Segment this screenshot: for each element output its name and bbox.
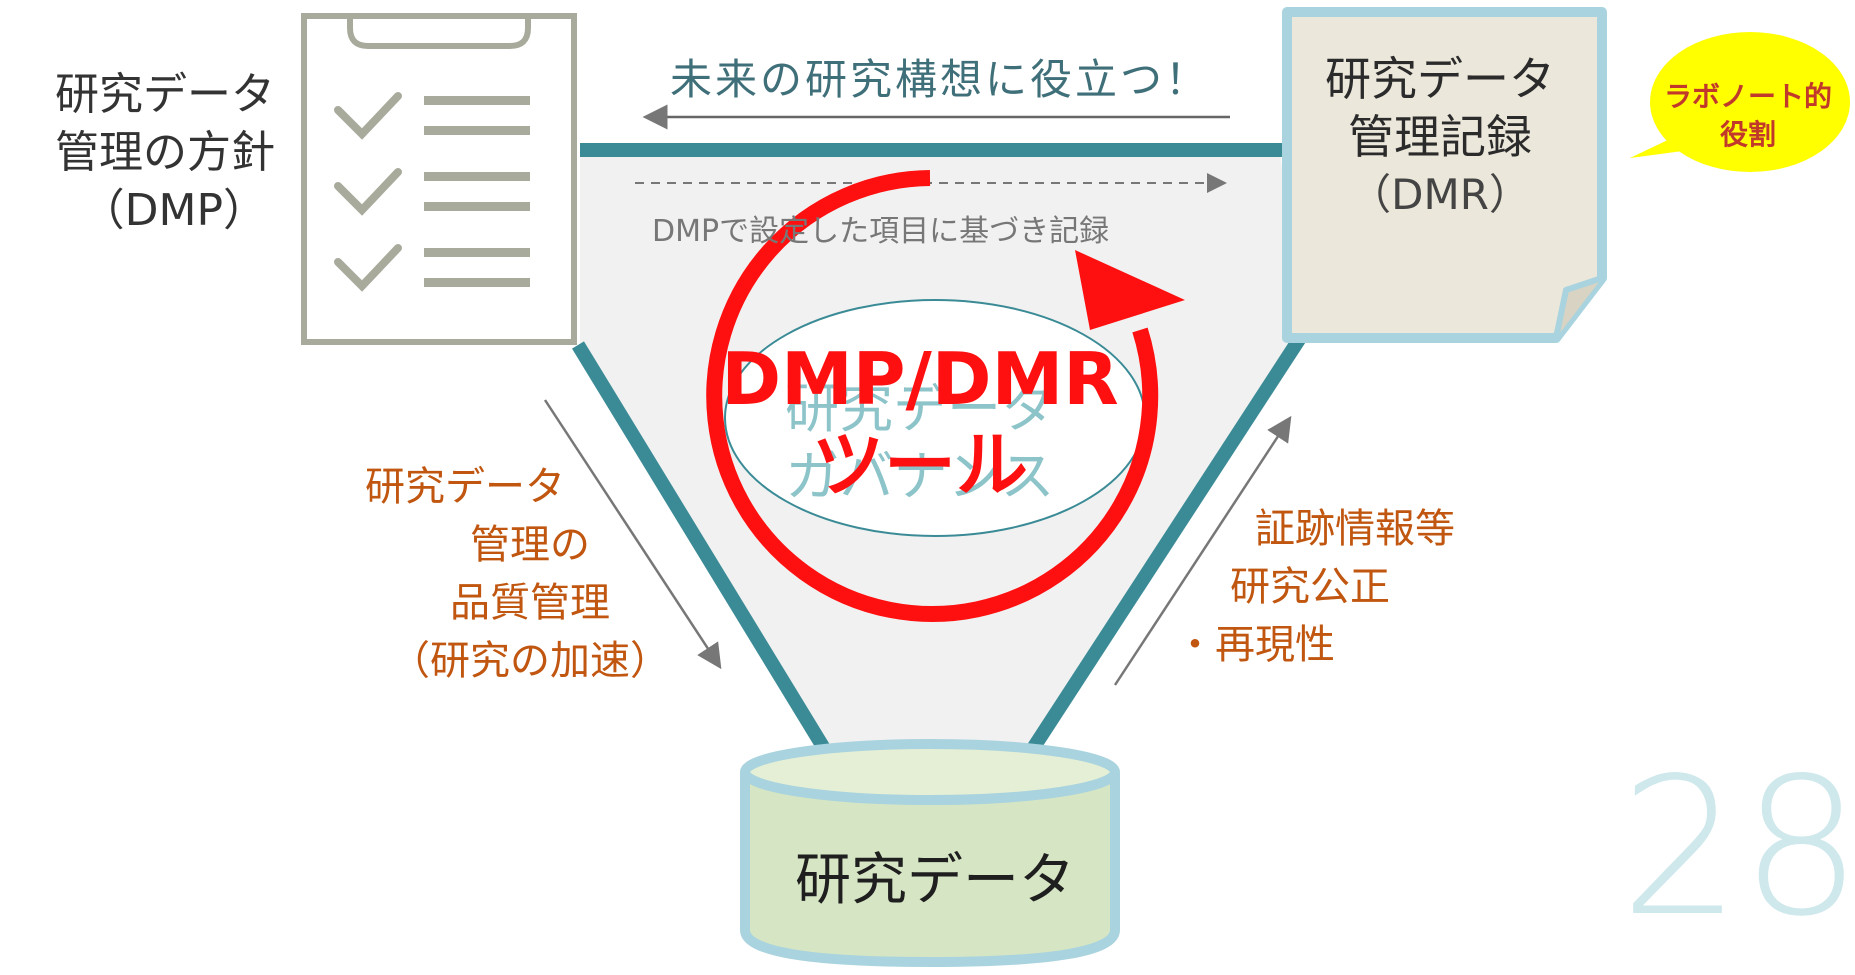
record-label: DMPで設定した項目に基づき記録 — [652, 214, 1110, 249]
future-label: 未来の研究構想に役立つ！ — [670, 55, 1211, 104]
governance-line2: ガバナンス — [785, 445, 1055, 508]
governance-line1: 研究データ — [785, 377, 1055, 440]
speech-bubble — [1630, 32, 1850, 172]
evidence-arrow — [1113, 415, 1292, 686]
dmp-label-line2: 管理の方針 — [55, 127, 275, 178]
evidence-note-line1: 証跡情報等 — [1255, 506, 1455, 552]
funnel-left-line — [572, 341, 831, 754]
evidence-note-line3: ・再現性 — [1175, 622, 1335, 668]
evidence-note-line2: 研究公正 — [1230, 564, 1390, 610]
dmr-label-line2: 管理記録 — [1348, 110, 1532, 164]
dmr-label-line3: （DMR） — [1349, 170, 1531, 219]
bubble-line1: ラボノート的 — [1663, 80, 1832, 113]
tool-label: DMP/DMR ツール — [700, 336, 1140, 508]
quality-arrow — [543, 399, 722, 670]
page-number: 28 — [1620, 737, 1855, 958]
quality-note-line4: （研究の加速） — [390, 638, 670, 684]
dmr-label: 研究データ 管理記録 （DMR） — [1290, 50, 1590, 224]
tool-line2: ツール — [811, 423, 1028, 507]
quality-note-line3: 品質管理 — [450, 580, 610, 626]
dmr-label-line1: 研究データ — [1325, 52, 1555, 106]
data-store-label: 研究データ — [795, 848, 1075, 913]
bubble-label: ラボノート的 役割 — [1648, 78, 1848, 154]
dmp-label-line3: （DMP） — [80, 185, 267, 236]
governance-label: 研究データ ガバナンス — [730, 375, 1110, 511]
quality-note-line2: 管理の — [470, 522, 590, 568]
dmp-label: 研究データ 管理の方針 （DMP） — [0, 66, 275, 240]
bubble-line2: 役割 — [1719, 118, 1776, 151]
note-page-icon — [1282, 7, 1607, 343]
quality-note-line1: 研究データ — [365, 464, 565, 510]
evidence-note: 証跡情報等 研究公正 ・再現性 — [1175, 500, 1455, 674]
checklist-icon — [301, 13, 577, 345]
funnel-right-line — [1026, 334, 1306, 754]
cycle-arrow-icon — [706, 170, 1185, 622]
quality-note: 研究データ 管理の 品質管理 （研究の加速） — [330, 458, 730, 690]
database-cylinder-icon — [740, 739, 1120, 968]
tool-line1: DMP/DMR — [721, 337, 1119, 421]
dmp-label-line1: 研究データ — [55, 69, 275, 120]
